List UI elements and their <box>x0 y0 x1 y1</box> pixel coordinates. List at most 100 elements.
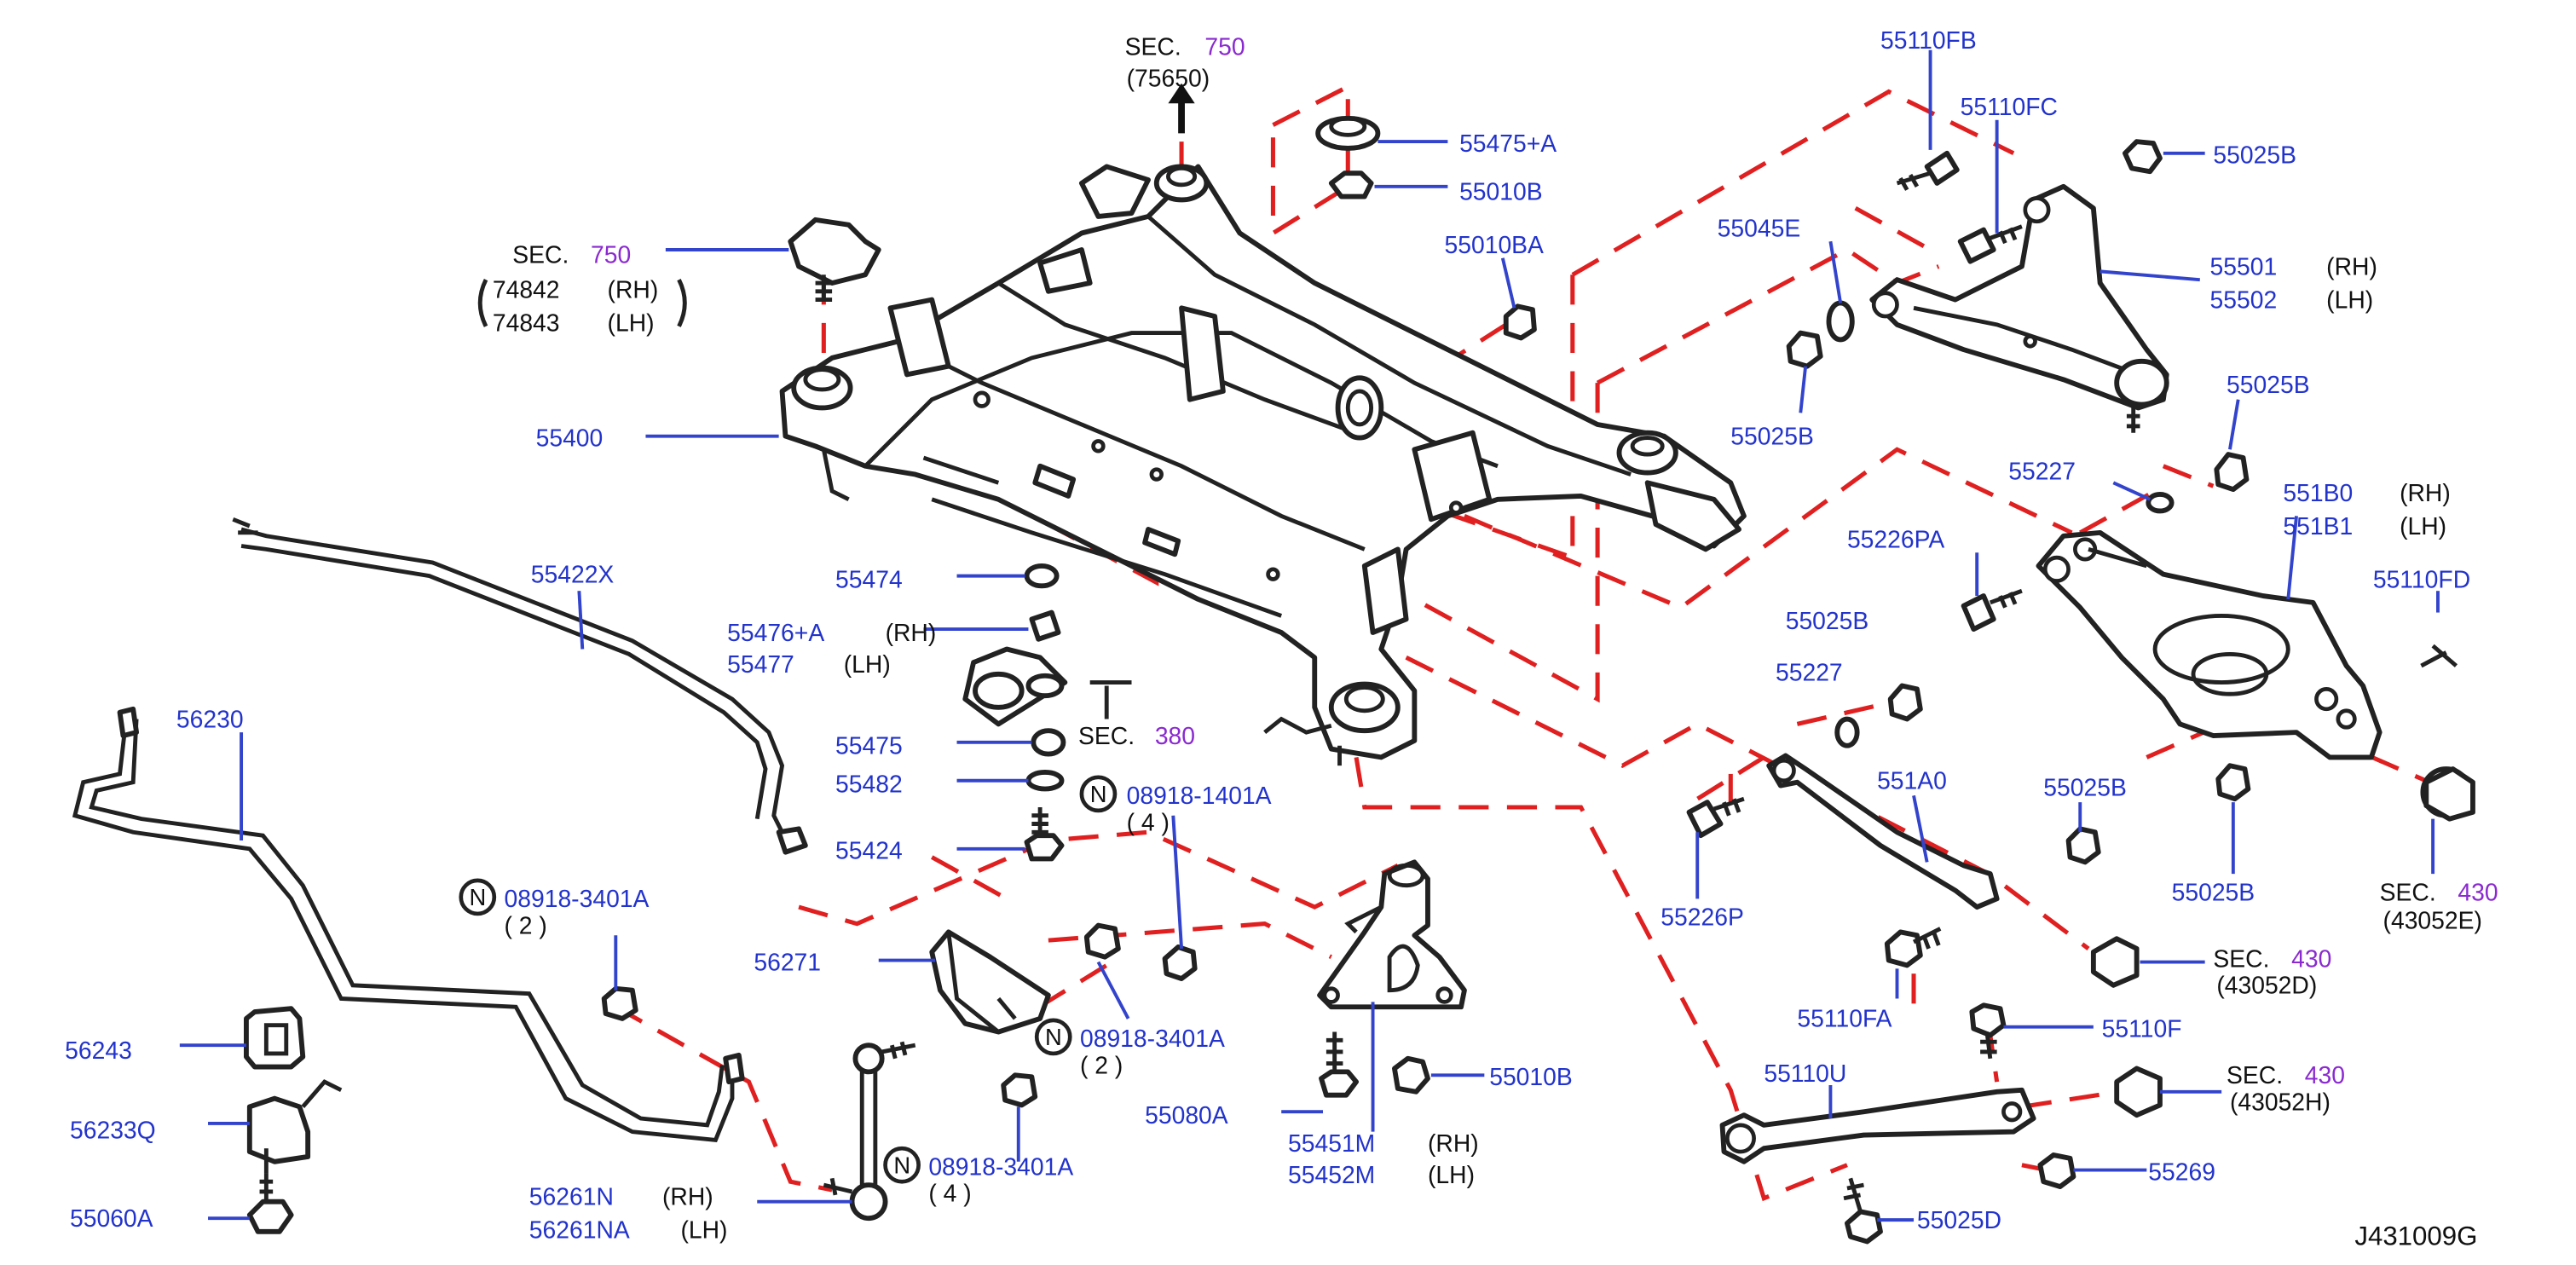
label-55227-b: 55227 <box>1776 659 1843 686</box>
nut-55010ba <box>1503 303 1537 341</box>
mount-insulator-55474 <box>1024 563 1060 589</box>
nut-55025b-mid <box>1786 330 1823 369</box>
qty-08918-3401a-c: ( 4 ) <box>928 1180 971 1207</box>
bolt-55110fc <box>1957 224 2023 264</box>
bushing-55475 <box>1031 728 1066 757</box>
label-55269: 55269 <box>2148 1158 2215 1185</box>
sec430-c-num: 430 <box>2305 1061 2345 1089</box>
label-55477: 55477 <box>727 650 794 678</box>
label-551b0: 551B0 <box>2283 479 2353 506</box>
label-55424: 55424 <box>835 836 903 864</box>
label-56230: 56230 <box>176 705 244 732</box>
link-55110u <box>1719 1087 2036 1164</box>
bolt-55110fd <box>2420 644 2458 668</box>
sec430-a-num: 430 <box>2458 878 2498 905</box>
label-55110f: 55110F <box>2102 1014 2182 1042</box>
label-56243: 56243 <box>65 1037 132 1064</box>
sec430-c-prefix: SEC. <box>2227 1061 2283 1089</box>
nut-08918-1401a <box>1162 944 1198 981</box>
label-74842: 74842 <box>493 276 560 303</box>
lower-arm-551b0 <box>2036 529 2383 760</box>
label-56261na: 56261NA <box>529 1216 630 1244</box>
leader-lines <box>179 49 2440 1222</box>
label-55110u: 55110U <box>1764 1060 1846 1087</box>
nut-55269 <box>2037 1152 2076 1190</box>
label-56261n-rh: (RH) <box>662 1183 713 1210</box>
sec430-c-sub: (43052H) <box>2230 1088 2331 1115</box>
sec750-top-sub: (75650) <box>1127 65 1210 92</box>
label-55451m: 55451M <box>1288 1129 1375 1157</box>
n-3401a-c-letter: N <box>893 1152 910 1178</box>
n-1401a-letter: N <box>1090 781 1107 807</box>
sec750-left-prefix: SEC. <box>512 241 569 269</box>
label-55226p: 55226P <box>1661 904 1744 931</box>
upper-arm-55501 <box>1869 183 2169 433</box>
label-55025b-d: 55025B <box>2172 878 2255 905</box>
bracket-56271 <box>929 929 1051 1035</box>
label-56261n: 56261N <box>529 1183 614 1210</box>
label-55025b-mid: 55025B <box>1730 422 1814 449</box>
bolt-55060a <box>246 1173 294 1234</box>
label-551b0-rh: (RH) <box>2400 479 2451 506</box>
labels: SEC. 750 (75650) 55475+A 55010B 55010BA … <box>65 26 2498 1251</box>
qty-08918-3401a-a: ( 2 ) <box>505 911 547 939</box>
nut-55010b-bottom <box>1392 1055 1430 1095</box>
bolt-55110fb <box>1896 150 1960 191</box>
label-55501: 55501 <box>2210 252 2278 280</box>
label-55110fb: 55110FB <box>1880 26 1977 54</box>
n-marker-3401a-a <box>459 878 497 916</box>
link-551a0 <box>1766 753 2000 910</box>
bushing-sec430-d <box>2090 936 2140 988</box>
label-551a0: 551A0 <box>1877 767 1947 794</box>
bolt-55110fa <box>1884 927 1942 968</box>
washer-55482 <box>1025 770 1065 792</box>
diagram-id: J431009G <box>2354 1221 2477 1251</box>
label-56233q: 56233Q <box>70 1116 156 1143</box>
washer-55227-b <box>1834 716 1860 748</box>
bushing-56243 <box>243 1006 306 1070</box>
stabilizer-bar-55422x <box>232 517 808 855</box>
label-55010ba: 55010BA <box>1445 231 1545 258</box>
label-56271: 56271 <box>754 948 821 975</box>
label-55080a: 55080A <box>1145 1101 1228 1129</box>
bolt-55080a <box>1319 1031 1359 1098</box>
nut-08918-3401a-a <box>601 985 638 1021</box>
crossmember-55400 <box>779 164 1747 760</box>
label-55475a: 55475+A <box>1459 130 1557 157</box>
label-55502: 55502 <box>2210 286 2278 313</box>
label-55045e: 55045E <box>1718 214 1801 241</box>
nut-55025b-tr <box>2123 139 2163 175</box>
qty-08918-1401a: ( 4 ) <box>1127 808 1170 835</box>
sec750-top-prefix: SEC. <box>1125 33 1181 61</box>
bolt-55226pa <box>1961 588 2023 632</box>
qty-08918-3401a-b: ( 2 ) <box>1080 1051 1123 1078</box>
left-paren <box>477 279 488 327</box>
bushing-sec430-h <box>2114 1066 2163 1118</box>
label-55010b-bottom: 55010B <box>1489 1063 1573 1090</box>
sec430-b-num: 430 <box>2291 944 2331 972</box>
pipe-stub <box>1263 716 1332 735</box>
label-55452m: 55452M <box>1288 1161 1375 1188</box>
label-551b1-lh: (LH) <box>2400 512 2446 540</box>
up-arrow <box>1168 83 1195 134</box>
label-55060a: 55060A <box>70 1204 153 1232</box>
n-marker-3401a-c <box>883 1146 921 1184</box>
bracket-56233q <box>246 1079 343 1174</box>
washer-55227-a <box>2146 492 2175 514</box>
bracket-74842 <box>788 217 881 303</box>
n-marker-1401a <box>1079 775 1118 813</box>
label-55476-rh: (RH) <box>886 619 937 646</box>
right-paren <box>677 279 687 327</box>
label-55502-lh: (LH) <box>2326 286 2373 313</box>
label-74842-rh: (RH) <box>608 276 659 303</box>
label-55501-rh: (RH) <box>2326 252 2377 280</box>
bushing-sec430-e <box>2420 766 2475 822</box>
bolt-55226p <box>1686 796 1745 839</box>
stabilizer-56230 <box>72 706 745 1143</box>
label-55227-a: 55227 <box>2008 457 2076 484</box>
bolt-55025d <box>1843 1177 1883 1245</box>
sec380-prefix: SEC. <box>1078 722 1135 749</box>
label-08918-3401a-c: 08918-3401A <box>928 1152 1073 1180</box>
sec750-top-num: 750 <box>1204 33 1245 61</box>
n-3401a-a-letter: N <box>470 884 487 910</box>
